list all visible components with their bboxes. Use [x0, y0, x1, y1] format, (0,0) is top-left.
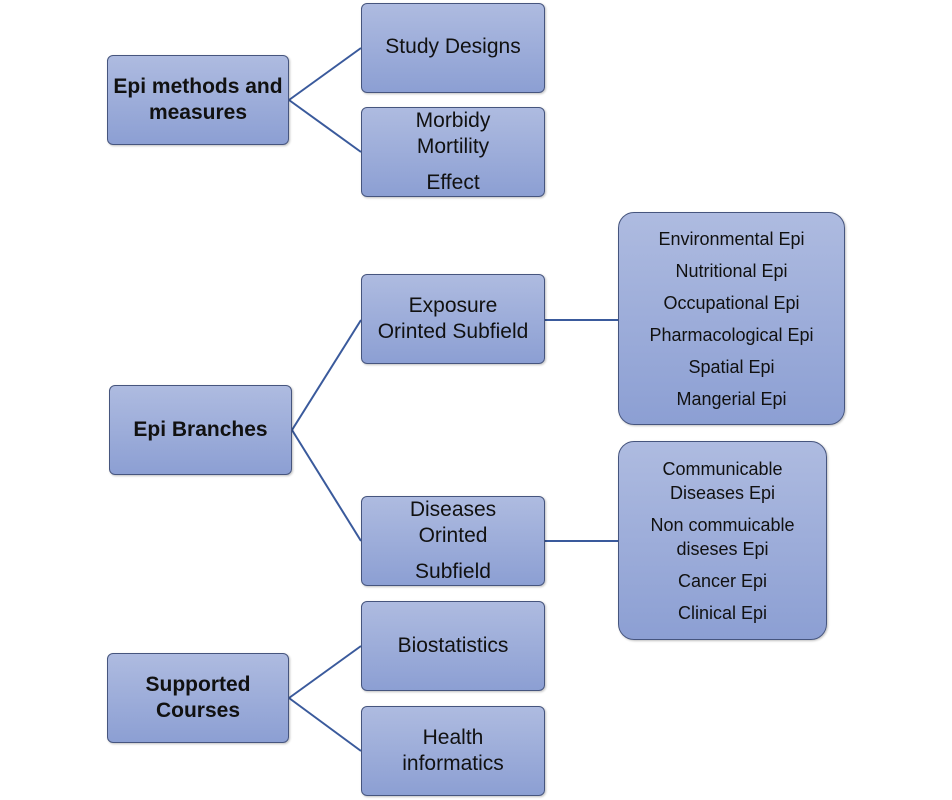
node-label-line: Exposure — [408, 294, 498, 317]
list-item-line: Clinical Epi — [677, 602, 768, 623]
list-item-line: diseses Epi — [676, 538, 769, 559]
connector-courses-biostatistics — [288, 645, 362, 699]
list-item-environmental-epi: Environmental Epi — [658, 228, 805, 249]
node-label-line: Effect — [426, 171, 480, 194]
list-item-line: Cancer Epi — [677, 570, 768, 591]
node-epi-branches: Epi Branches — [109, 385, 292, 475]
list-item-clinical-epi: Clinical Epi — [678, 601, 767, 625]
node-label-line: Supported — [145, 673, 251, 696]
list-item-non-communicable-diseases-epi: Non commuicable diseses Epi — [650, 513, 794, 561]
list-item-nutritional-epi: Nutritional Epi — [675, 260, 788, 281]
node-label-line: Courses — [155, 699, 241, 722]
node-morbidity-mortality-effect: Morbidy Mortility Effect — [361, 107, 545, 197]
node-label-line: Mortility — [416, 135, 490, 158]
connector-methods-study-designs — [288, 47, 362, 101]
list-item-cancer-epi: Cancer Epi — [678, 569, 767, 593]
connector-methods-morbidity — [288, 99, 362, 153]
list-item-line: Diseases Epi — [669, 482, 776, 503]
list-item-spatial-epi: Spatial Epi — [688, 356, 775, 377]
node-label-line: informatics — [402, 752, 504, 775]
node-supported-courses: Supported Courses — [107, 653, 289, 743]
node-label-line: Study Designs — [385, 35, 521, 58]
node-label-line: Biostatistics — [397, 634, 509, 657]
node-study-designs: Study Designs — [361, 3, 545, 93]
node-label-line: Epi methods and — [113, 75, 283, 98]
list-item-pharmacological-epi: Pharmacological Epi — [649, 324, 814, 345]
node-biostatistics: Biostatistics — [361, 601, 545, 691]
node-epi-methods-and-measures: Epi methods and measures — [107, 55, 289, 145]
node-health-informatics: Health informatics — [361, 706, 545, 796]
connector-courses-health-informatics — [288, 697, 362, 752]
node-diseases-oriented-subfield: Diseases Orinted Subfield — [361, 496, 545, 586]
exposure-subfield-list: Environmental Epi Nutritional Epi Occupa… — [618, 212, 845, 425]
node-label-line: measures — [148, 101, 248, 124]
list-item-occupational-epi: Occupational Epi — [663, 292, 800, 313]
node-label-line: Epi Branches — [133, 418, 268, 441]
list-item-line: Communicable — [662, 458, 783, 479]
disease-subfield-list: Communicable Diseases Epi Non commuicabl… — [618, 441, 827, 640]
node-label-line: Subfield — [415, 560, 491, 583]
node-label-line: Diseases — [409, 498, 497, 521]
node-label-line: Orinted — [418, 524, 488, 547]
node-label-line: Health — [422, 726, 484, 749]
node-label-line: Morbidy — [415, 109, 491, 132]
list-item-communicable-diseases-epi: Communicable Diseases Epi — [662, 457, 782, 505]
list-item-mangerial-epi: Mangerial Epi — [676, 388, 787, 409]
connector-branches-exposure — [291, 319, 362, 431]
node-exposure-oriented-subfield: Exposure Orinted Subfield — [361, 274, 545, 364]
list-item-line: Non commuicable — [650, 514, 795, 535]
node-label-line: Orinted Subfield — [377, 320, 529, 343]
connector-branches-diseases — [291, 429, 362, 542]
